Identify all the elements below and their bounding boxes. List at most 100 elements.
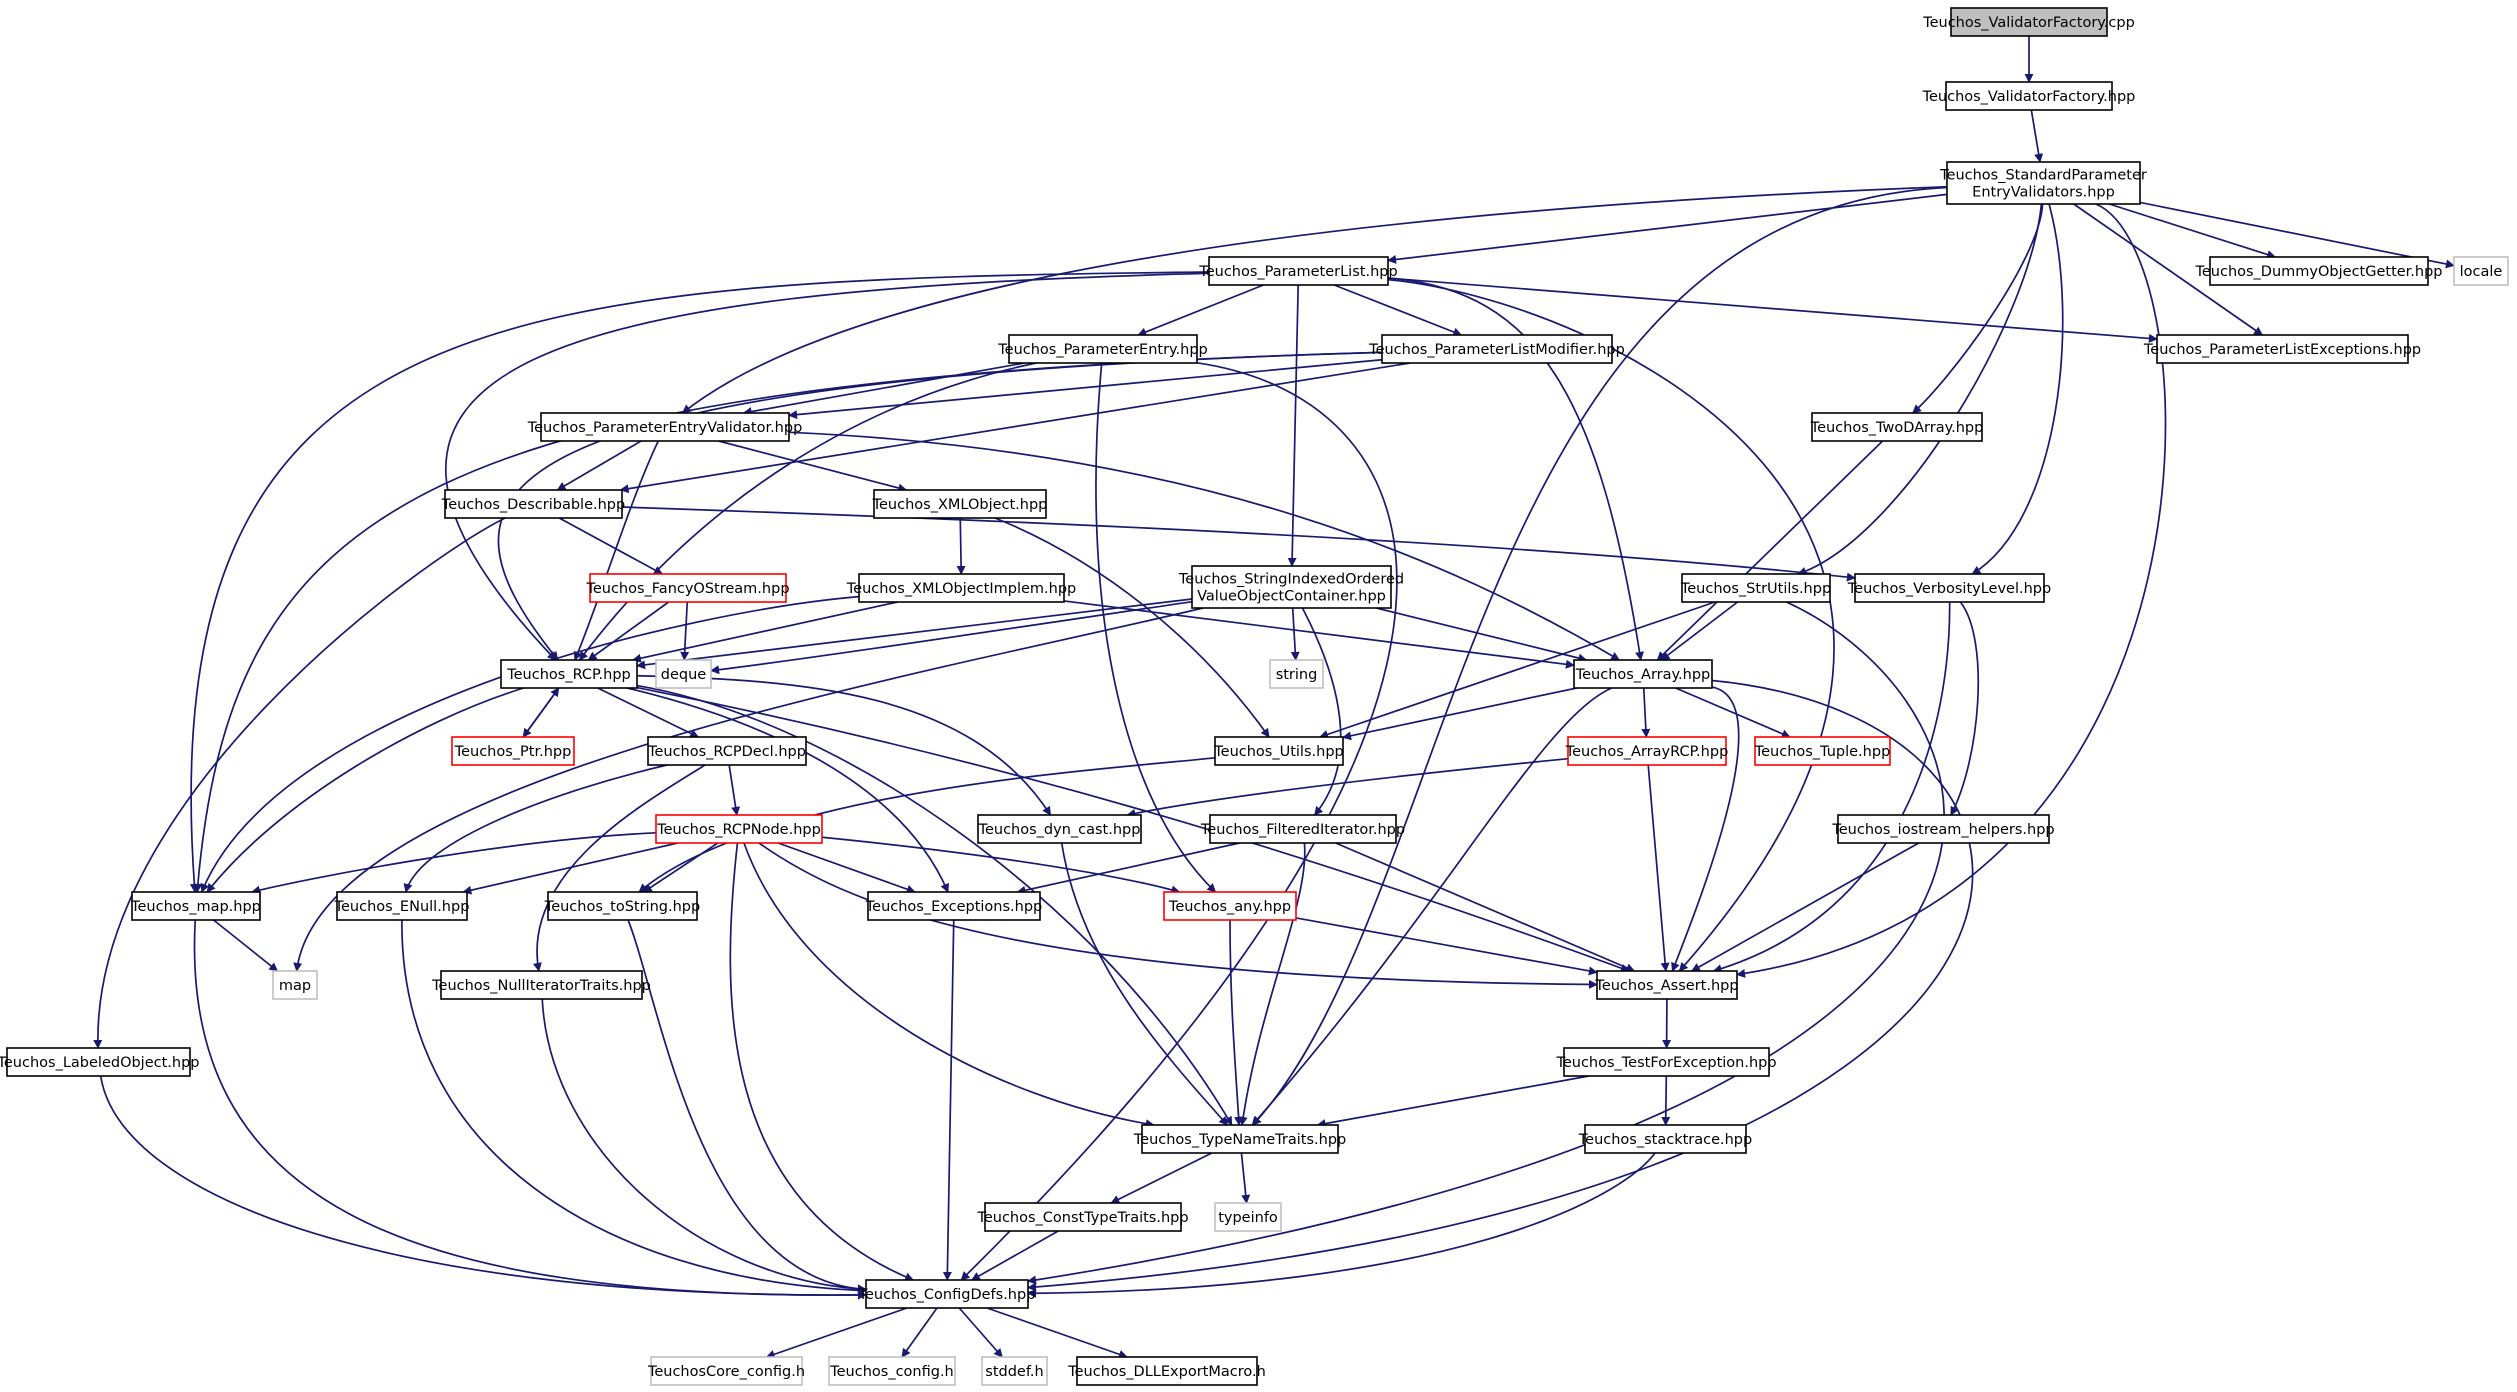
edge-dyncast-to-typenametraits bbox=[1060, 842, 1229, 1126]
edge-configdefs-to-teuchoscore_config bbox=[765, 1307, 908, 1359]
node-tuple[interactable]: Teuchos_Tuple.hpp bbox=[1754, 736, 1891, 766]
node-consttypetraits[interactable]: Teuchos_ConstTypeTraits.hpp bbox=[976, 1202, 1189, 1232]
node-rcp[interactable]: Teuchos_RCP.hpp bbox=[500, 659, 638, 689]
node-box bbox=[1008, 334, 1198, 364]
node-label: Teuchos_ENull.hpp bbox=[334, 899, 470, 915]
node-dummyobjectgetter[interactable]: Teuchos_DummyObjectGetter.hpp bbox=[2194, 256, 2443, 286]
node-label: Teuchos_RCPDecl.hpp bbox=[647, 744, 806, 760]
node-stringindexed[interactable]: Teuchos_StringIndexedOrderedValueObjectC… bbox=[1178, 565, 1404, 609]
node-xmlobjectimplem[interactable]: Teuchos_XMLObjectImplem.hpp bbox=[846, 573, 1076, 603]
node-arrayrcp[interactable]: Teuchos_ArrayRCP.hpp bbox=[1565, 736, 1729, 766]
node-label: Teuchos_ConstTypeTraits.hpp bbox=[976, 1210, 1188, 1226]
edge-any-to-assert bbox=[1295, 917, 1598, 976]
node-tostring[interactable]: Teuchos_toString.hpp bbox=[544, 891, 700, 921]
node-dllexportmacro[interactable]: Teuchos_DLLExportMacro.h bbox=[1067, 1356, 1266, 1386]
node-label: ValueObjectContainer.hpp bbox=[1197, 589, 1386, 605]
node-utils[interactable]: Teuchos_Utils.hpp bbox=[1213, 736, 1344, 766]
node-strutils[interactable]: Teuchos_StrUtils.hpp bbox=[1680, 573, 1831, 603]
node-label: Teuchos_FilteredIterator.hpp bbox=[1200, 822, 1405, 838]
node-enull[interactable]: Teuchos_ENull.hpp bbox=[334, 891, 470, 921]
node-fancyostream[interactable]: Teuchos_FancyOStream.hpp bbox=[585, 573, 790, 603]
node-paramlistmodifier[interactable]: Teuchos_ParameterListModifier.hpp bbox=[1368, 334, 1625, 364]
node-box bbox=[1837, 814, 2050, 844]
node-label: Teuchos_Exceptions.hpp bbox=[865, 899, 1042, 915]
node-box bbox=[1854, 573, 2045, 603]
node-deque: deque bbox=[655, 659, 712, 689]
node-filterediterator[interactable]: Teuchos_FilteredIterator.hpp bbox=[1200, 814, 1405, 844]
node-label: deque bbox=[661, 667, 707, 683]
node-label: Teuchos_VerbosityLevel.hpp bbox=[1847, 581, 2051, 597]
edge-describable-to-labeledobject bbox=[93, 517, 506, 1049]
node-parameterentry[interactable]: Teuchos_ParameterEntry.hpp bbox=[997, 334, 1208, 364]
node-teuchos-config: Teuchos_config.h bbox=[828, 1356, 956, 1386]
node-array[interactable]: Teuchos_Array.hpp bbox=[1573, 659, 1713, 689]
node-xmlobject[interactable]: Teuchos_XMLObject.hpp bbox=[872, 489, 1048, 519]
edge-consttypetraits-to-configdefs bbox=[970, 1230, 1059, 1281]
node-nulliteratortraits[interactable]: Teuchos_NullIteratorTraits.hpp bbox=[431, 970, 651, 1000]
node-box bbox=[1191, 565, 1392, 609]
edge-rcpnode-to-any bbox=[821, 836, 1181, 895]
edge-configdefs-to-stddef bbox=[958, 1307, 1003, 1358]
edge-arrayrcp-to-assert bbox=[1647, 764, 1670, 972]
node-label: EntryValidators.hpp bbox=[1972, 185, 2115, 201]
edge-xmlobjectimplem-to-map_hpp bbox=[200, 595, 860, 893]
node-assert[interactable]: Teuchos_Assert.hpp bbox=[1594, 970, 1739, 1000]
edge-stdparamvalidators-to-twodarray bbox=[1912, 203, 2044, 414]
edge-testforexception-to-typenametraits bbox=[1316, 1075, 1590, 1128]
node-labeledobject[interactable]: Teuchos_LabeledObject.hpp bbox=[0, 1047, 200, 1077]
edge-strutils-to-array bbox=[1660, 601, 1739, 661]
node-paramentryvalidator[interactable]: Teuchos_ParameterEntryValidator.hpp bbox=[527, 412, 803, 442]
node-stacktrace[interactable]: Teuchos_stacktrace.hpp bbox=[1578, 1124, 1752, 1154]
node-testforexception[interactable]: Teuchos_TestForException.hpp bbox=[1555, 1047, 1777, 1077]
node-ptr[interactable]: Teuchos_Ptr.hpp bbox=[451, 736, 575, 766]
node-rcpnode[interactable]: Teuchos_RCPNode.hpp bbox=[655, 814, 823, 844]
node-label: Teuchos_ArrayRCP.hpp bbox=[1565, 744, 1729, 760]
node-iostreamhelpers[interactable]: Teuchos_iostream_helpers.hpp bbox=[1831, 814, 2055, 844]
node-box bbox=[444, 489, 623, 519]
edge-parameterentry-to-configdefs bbox=[960, 361, 1398, 1281]
node-label: Teuchos_ValidatorFactory.cpp bbox=[1922, 15, 2135, 31]
node-box bbox=[1945, 81, 2113, 111]
node-stdparamvalidators[interactable]: Teuchos_StandardParameterEntryValidators… bbox=[1939, 161, 2147, 205]
node-verbositylevel[interactable]: Teuchos_VerbosityLevel.hpp bbox=[1847, 573, 2051, 603]
node-label: Teuchos_RCP.hpp bbox=[506, 667, 631, 683]
node-box bbox=[1811, 412, 1983, 442]
edge-fancyostream-to-rcp bbox=[587, 601, 670, 661]
edge-parameterlist-to-paramlistexceptions bbox=[1387, 277, 2158, 343]
edge-nulliteratortraits-to-configdefs bbox=[541, 998, 867, 1294]
node-exceptions[interactable]: Teuchos_Exceptions.hpp bbox=[865, 891, 1042, 921]
node-label: string bbox=[1276, 667, 1318, 683]
edge-labeledobject-to-configdefs bbox=[99, 1075, 867, 1300]
node-box bbox=[451, 736, 575, 766]
node-rcpdecl[interactable]: Teuchos_RCPDecl.hpp bbox=[647, 736, 807, 766]
node-label: Teuchos_config.h bbox=[829, 1364, 954, 1380]
edge-array-to-tuple bbox=[1675, 687, 1791, 738]
node-label: Teuchos_ParameterList.hpp bbox=[1198, 264, 1397, 280]
edge-rcp-to-map_hpp bbox=[206, 687, 524, 893]
edge-parameterlist-to-parameterentry bbox=[1137, 284, 1264, 337]
node-dyncast[interactable]: Teuchos_dyn_cast.hpp bbox=[977, 814, 1142, 844]
node-label: Teuchos_Describable.hpp bbox=[441, 497, 625, 513]
node-map-hpp[interactable]: Teuchos_map.hpp bbox=[130, 891, 261, 921]
node-paramlistexceptions[interactable]: Teuchos_ParameterListExceptions.hpp bbox=[2143, 334, 2421, 364]
edge-stdparamvalidators-to-typenametraits bbox=[1252, 186, 1948, 1126]
node-label: Teuchos_LabeledObject.hpp bbox=[0, 1055, 200, 1071]
node-label: Teuchos_TestForException.hpp bbox=[1555, 1055, 1776, 1071]
edge-rcpdecl-to-enull bbox=[403, 764, 668, 893]
edge-stringindexed-to-deque bbox=[710, 600, 1193, 675]
node-label: Teuchos_TypeNameTraits.hpp bbox=[1133, 1132, 1346, 1148]
edge-rcpdecl-to-rcpnode bbox=[728, 764, 741, 816]
node-parameterlist[interactable]: Teuchos_ParameterList.hpp bbox=[1198, 256, 1398, 286]
node-twodarray[interactable]: Teuchos_TwoDArray.hpp bbox=[1810, 412, 1984, 442]
node-label: Teuchos_toString.hpp bbox=[544, 899, 700, 915]
node-typenametraits[interactable]: Teuchos_TypeNameTraits.hpp bbox=[1133, 1124, 1346, 1154]
node-validatorfactory-cpp[interactable]: Teuchos_ValidatorFactory.cpp bbox=[1922, 7, 2135, 37]
node-describable[interactable]: Teuchos_Describable.hpp bbox=[441, 489, 625, 519]
edge-enull-to-configdefs bbox=[401, 919, 867, 1295]
node-validatorfactory-hpp[interactable]: Teuchos_ValidatorFactory.hpp bbox=[1922, 81, 2136, 111]
node-configdefs[interactable]: Teuchos_ConfigDefs.hpp bbox=[858, 1279, 1036, 1309]
node-box bbox=[650, 1356, 803, 1386]
node-box bbox=[540, 412, 790, 442]
node-any[interactable]: Teuchos_any.hpp bbox=[1163, 891, 1297, 921]
edge-tostring-to-configdefs bbox=[627, 919, 867, 1294]
